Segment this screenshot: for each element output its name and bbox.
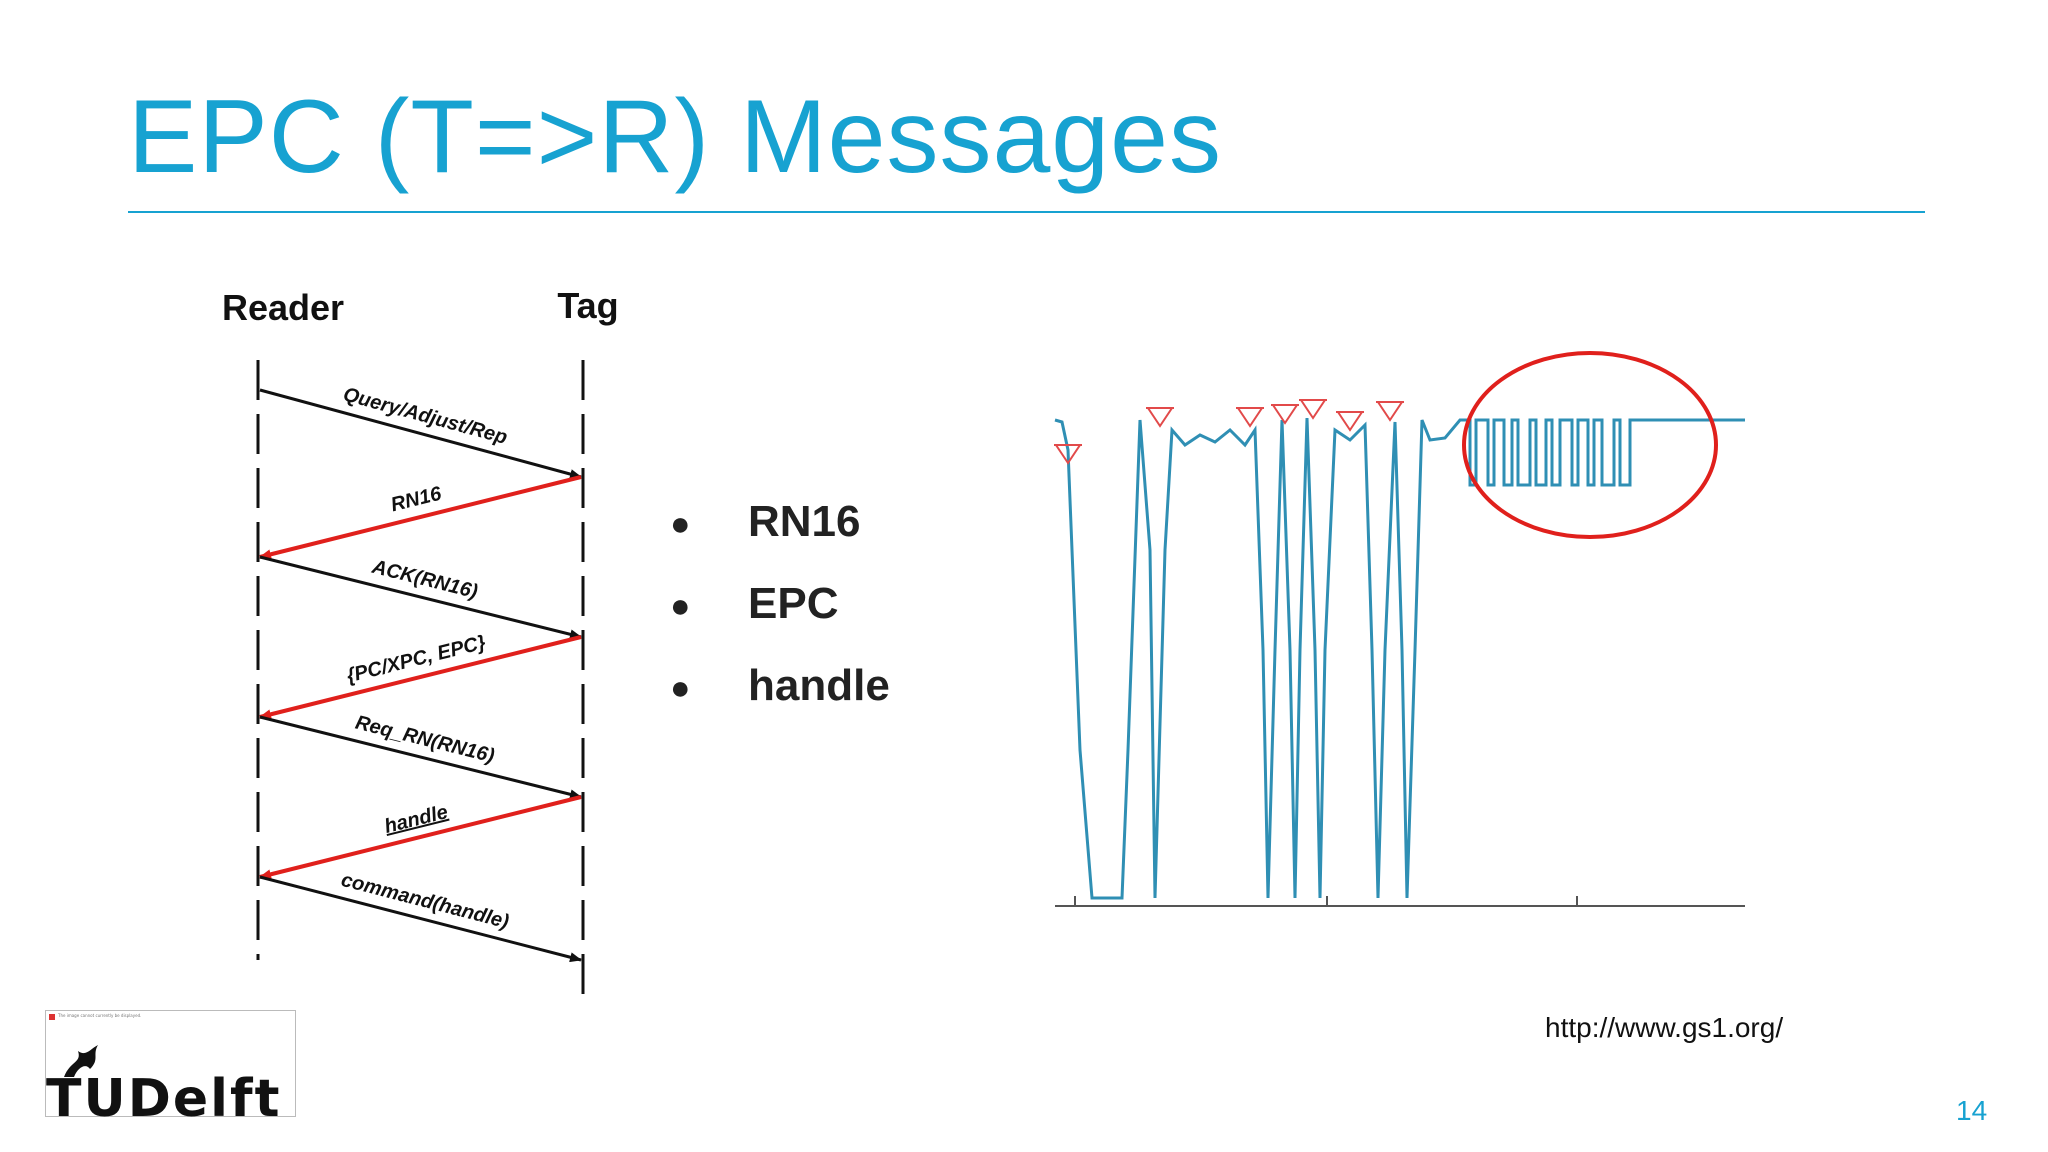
highlight-circle	[1462, 351, 1718, 539]
peak-marker	[1336, 411, 1364, 432]
logo-text: TUDelft	[46, 1069, 282, 1129]
message-label: command(handle)	[339, 869, 512, 934]
bullet-dot: ●	[670, 505, 691, 544]
bullet-text: handle	[748, 661, 890, 710]
participant-reader: Reader	[222, 287, 344, 328]
message-arrow	[259, 795, 582, 880]
message-label: ACK(RN16)	[369, 556, 480, 604]
message-arrow	[259, 388, 582, 479]
message-arrow	[259, 475, 582, 560]
broken-image-text: The image cannot currently be displayed.	[58, 1013, 142, 1018]
participant-tag: Tag	[557, 285, 618, 326]
bullet-item-epc: ● EPC	[670, 574, 890, 656]
bullet-text: EPC	[748, 579, 839, 628]
bullet-item-rn16: ● RN16	[670, 492, 890, 574]
message-arrow	[259, 555, 582, 640]
title-divider	[128, 211, 1925, 213]
peak-marker	[1376, 401, 1404, 422]
flame-icon	[64, 1045, 98, 1077]
peak-marker	[1271, 404, 1299, 425]
signal-waveform	[1054, 351, 1745, 907]
bullet-dot: ●	[670, 669, 691, 708]
page-number: 14	[1956, 1095, 1988, 1126]
bullet-item-handle: ● handle	[670, 656, 890, 738]
bullet-text: RN16	[748, 497, 861, 546]
message-arrow	[259, 635, 582, 720]
tu-delft-logo: The image cannot currently be displayed.…	[45, 1010, 296, 1129]
bullet-dot: ●	[670, 587, 691, 626]
waveform-markers	[1054, 399, 1404, 465]
sequence-diagram: Reader Tag Query/Adjust/RepRN16ACK(RN16)…	[222, 285, 619, 995]
bullet-list: ● RN16 ● EPC ● handle	[670, 492, 890, 738]
source-link[interactable]: http://www.gs1.org/	[1545, 1012, 1784, 1043]
message-arrow	[259, 875, 582, 963]
message-label: Query/Adjust/Rep	[341, 383, 510, 448]
peak-marker	[1299, 399, 1327, 420]
peak-marker	[1146, 407, 1174, 428]
broken-image-icon	[49, 1014, 55, 1020]
waveform-trace	[1054, 417, 1745, 900]
message-arrow	[259, 715, 582, 800]
peak-marker	[1236, 407, 1264, 428]
slide-title: EPC (T=>R) Messages	[128, 79, 1222, 195]
